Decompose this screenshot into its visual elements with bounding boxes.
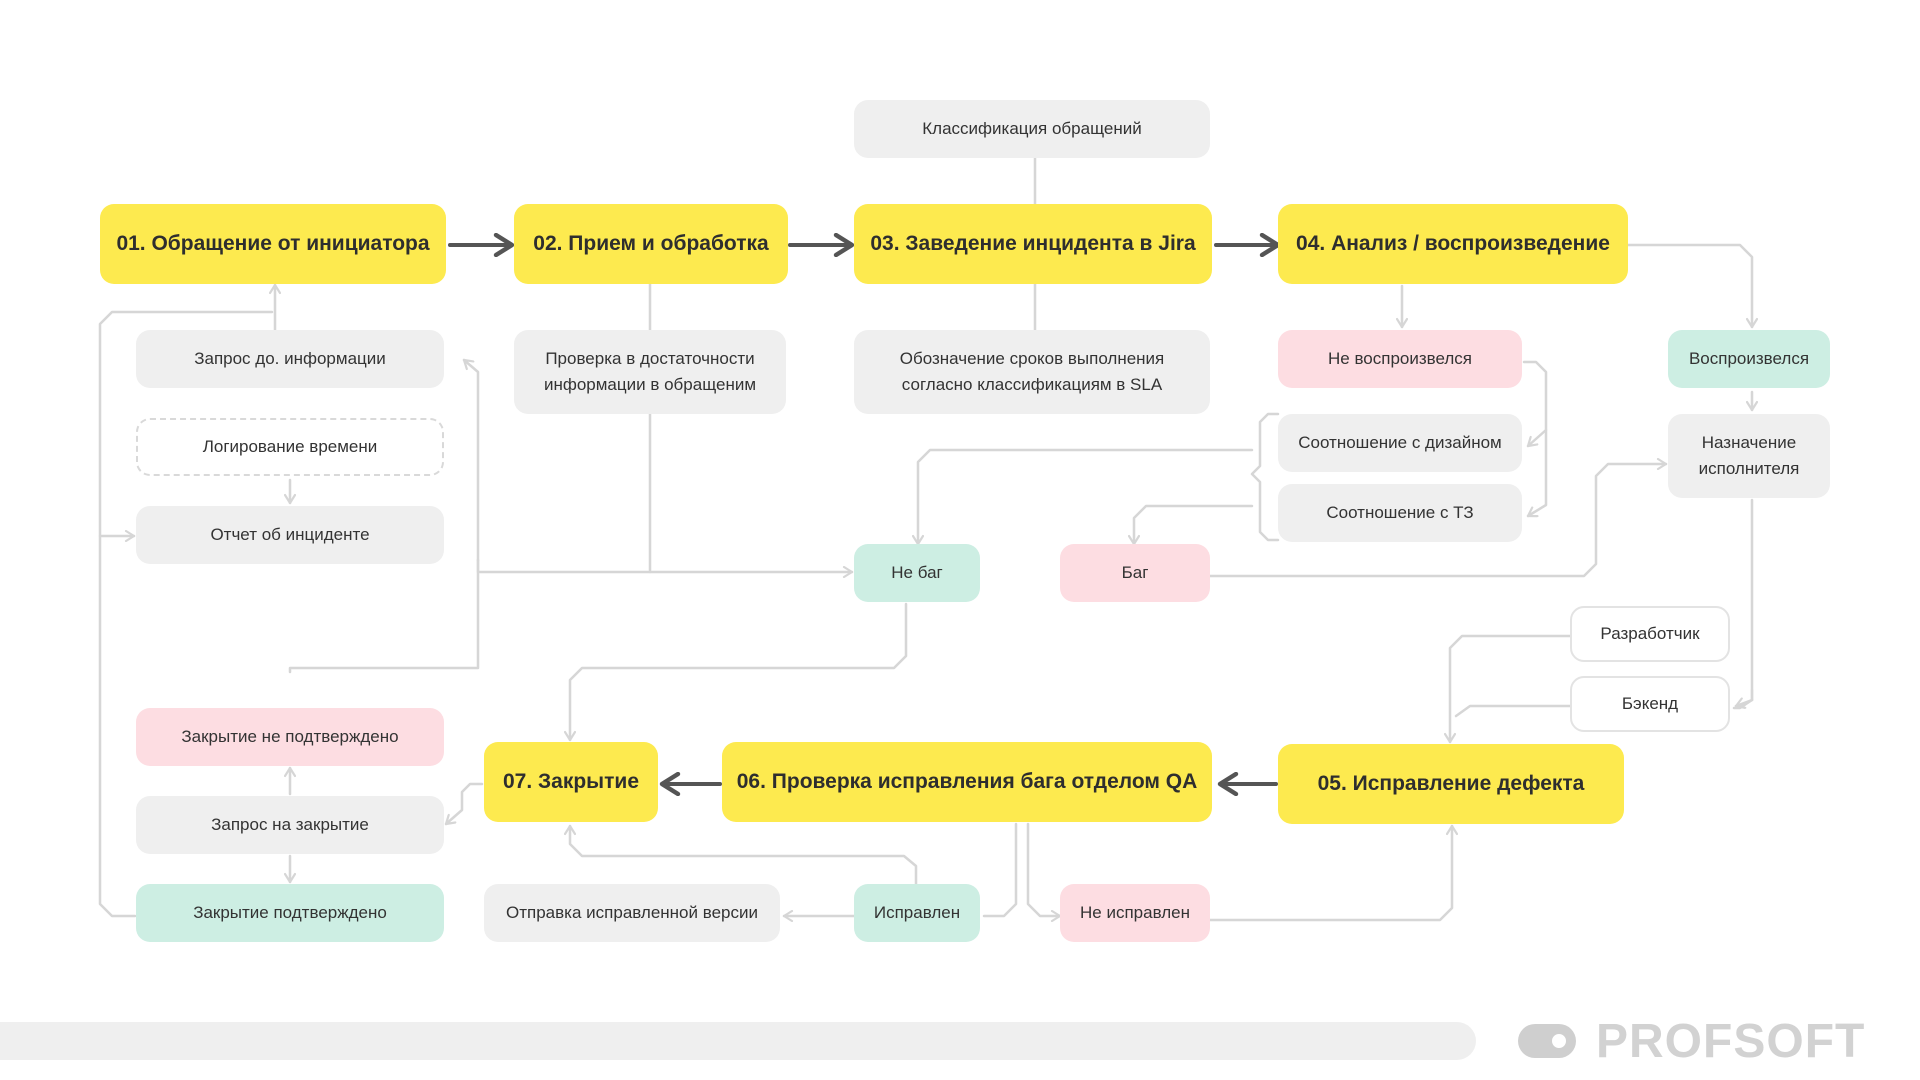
footer-bar — [0, 1022, 1476, 1060]
stage-04-analysis: 04. Анализ / воспроизведение — [1278, 204, 1628, 284]
step-label: Соотношение с дизайном — [1298, 433, 1502, 452]
stage-02-processing: 02. Прием и обработка — [514, 204, 788, 284]
step-classification: Классификация обращений — [854, 100, 1210, 158]
step-not-bug: Не баг — [854, 544, 980, 602]
connector-s4-repro — [1624, 243, 1752, 329]
connector-notfixed-s5 — [1208, 824, 1452, 922]
step-label: Запрос на закрытие — [211, 815, 369, 834]
stage-label: 02. Прием и обработка — [533, 232, 769, 255]
toggle-icon — [1518, 1024, 1576, 1058]
connector-left-loop — [288, 558, 480, 674]
connector-notbug-s7 — [570, 602, 908, 742]
stage-01-request: 01. Обращение от инициатора — [100, 204, 446, 284]
step-assign-executor: Назначение исполнителя — [1668, 414, 1830, 498]
step-label: Не воспроизвелся — [1327, 349, 1472, 368]
step-label: Отправка исправленной версии — [506, 903, 758, 922]
connector-to-bug-top — [1134, 504, 1254, 546]
step-closure-not-confirmed: Закрытие не подтверждено — [136, 708, 444, 766]
step-backend: Бэкенд — [1570, 676, 1730, 732]
connector-dev-s5 — [1450, 634, 1572, 744]
step-label: Проверка в достаточности информации в об… — [543, 349, 757, 394]
step-check-info: Проверка в достаточности информации в об… — [514, 330, 786, 414]
connector-to-backend — [1734, 698, 1754, 708]
step-label: Запрос до. информации — [194, 349, 386, 368]
step-label: Не баг — [891, 563, 943, 582]
connector-s6-fixed — [982, 822, 1018, 918]
step-closure-confirmed: Закрытие подтверждено — [136, 884, 444, 942]
stage-label: 01. Обращение от инициатора — [116, 232, 430, 255]
step-incident-report: Отчет об инциденте — [136, 506, 444, 564]
step-not-reproduced: Не воспроизвелся — [1278, 330, 1522, 388]
connector-notrepro-spec — [1526, 428, 1548, 518]
connector-notrepro-design — [1522, 360, 1548, 448]
connector-fixed-s7 — [570, 824, 918, 886]
step-label: Баг — [1121, 563, 1149, 582]
step-reproduced: Воспроизвелся — [1668, 330, 1830, 388]
step-label: Воспроизвелся — [1688, 349, 1810, 368]
connector-assign-dev — [1734, 498, 1754, 706]
step-send-fixed: Отправка исправленной версии — [484, 884, 780, 942]
step-fixed: Исправлен — [854, 884, 980, 942]
step-label: Закрытие не подтверждено — [181, 727, 399, 746]
step-label: Обозначение сроков выполнения согласно к… — [899, 349, 1165, 394]
step-label: Отчет об инциденте — [210, 525, 370, 544]
step-request-info: Запрос до. информации — [136, 330, 444, 388]
step-label: Классификация обращений — [922, 119, 1142, 138]
stage-03-jira: 03. Заведение инцидента в Jira — [854, 204, 1212, 284]
brand-name: PROFSOFT — [1596, 1014, 1866, 1068]
step-label: Логирование времени — [202, 437, 378, 456]
step-spec-match: Соотношение с ТЗ — [1278, 484, 1522, 542]
step-label: Соотношение с ТЗ — [1326, 503, 1474, 522]
step-developer: Разработчик — [1570, 606, 1730, 662]
stage-label: 07. Закрытие — [502, 770, 639, 793]
step-label: Не исправлен — [1080, 903, 1190, 922]
connector-outer-left — [98, 310, 274, 918]
step-sla-terms: Обозначение сроков выполнения согласно к… — [854, 330, 1210, 414]
brand-logo: PROFSOFT — [1518, 1014, 1866, 1068]
step-label: Назначение исполнителя — [1698, 433, 1800, 478]
step-bug: Баг — [1060, 544, 1210, 602]
step-label: Разработчик — [1600, 624, 1700, 643]
stage-label: 05. Исправление дефекта — [1317, 772, 1585, 795]
connector-bug-assign — [1208, 464, 1668, 578]
connector-to-notbug — [476, 558, 854, 572]
stage-05-fix: 05. Исправление дефекта — [1278, 744, 1624, 824]
step-time-logging: Логирование времени — [136, 418, 444, 476]
stage-label: 06. Проверка исправления бага отделом QA — [736, 770, 1198, 793]
connector-s6-notfixed — [1026, 822, 1062, 916]
connector-to-request — [462, 358, 480, 562]
step-not-fixed: Не исправлен — [1060, 884, 1210, 942]
connector-backend-s5 — [1454, 704, 1572, 718]
step-label: Закрытие подтверждено — [193, 903, 387, 922]
stage-07-closing: 07. Закрытие — [484, 742, 658, 822]
connector-s7-request — [444, 782, 484, 826]
step-label: Исправлен — [873, 903, 961, 922]
connector-brace — [1250, 412, 1280, 542]
stage-06-qa: 06. Проверка исправления бага отделом QA — [722, 742, 1212, 822]
stage-label: 03. Заведение инцидента в Jira — [870, 232, 1196, 255]
connector-to-notbug-top — [918, 448, 1254, 546]
step-design-match: Соотношение с дизайном — [1278, 414, 1522, 472]
step-closure-request: Запрос на закрытие — [136, 796, 444, 854]
stage-label: 04. Анализ / воспроизведение — [1296, 232, 1610, 255]
step-label: Бэкенд — [1621, 694, 1679, 713]
